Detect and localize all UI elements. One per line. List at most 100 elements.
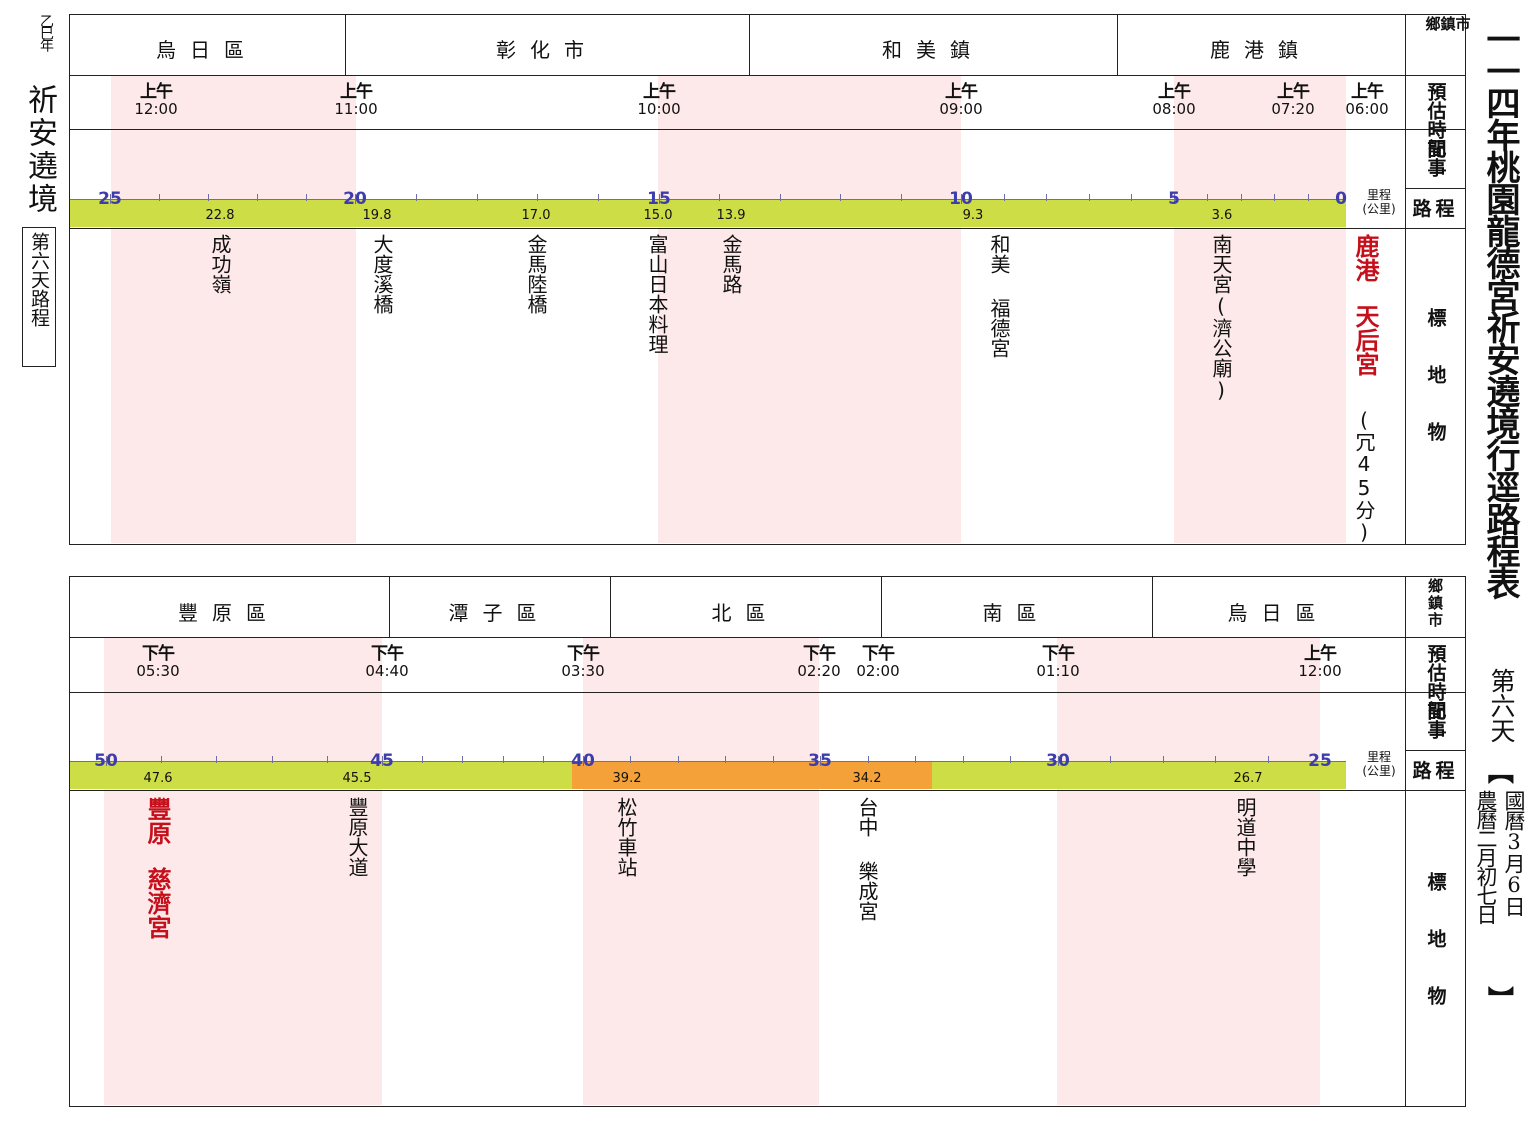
km-tick — [1010, 756, 1012, 763]
origin-name: 慈濟宮 — [143, 867, 172, 939]
landmark: 松竹車站 — [614, 797, 638, 877]
time-ampm: 下午 — [141, 644, 175, 664]
km-tick — [725, 756, 727, 763]
km-tick — [900, 194, 902, 201]
distance-label: 26.7 — [1233, 771, 1263, 786]
district-cell: 烏日區 — [156, 38, 258, 62]
km-tick — [326, 756, 328, 763]
time-value: 12:00 — [134, 100, 178, 118]
km-axis-line — [70, 199, 1346, 200]
time-value: 02:20 — [797, 662, 841, 680]
distance-label: 9.3 — [962, 208, 984, 223]
district-cell: 烏日區 — [1227, 601, 1330, 625]
district-cell: 潭子區 — [448, 601, 551, 625]
time-ampm: 下午 — [566, 644, 600, 664]
landmark: 富山日本料理 — [645, 234, 669, 354]
divider — [1405, 750, 1466, 751]
bracket-close: 】 — [1484, 985, 1515, 1013]
time-value: 06:00 — [1345, 100, 1389, 118]
time-ampm: 下午 — [802, 644, 836, 664]
time-ampm: 上午 — [944, 82, 978, 102]
time-band — [658, 76, 961, 543]
km-mark: 15 — [647, 189, 671, 209]
time-ampm: 下午 — [861, 644, 895, 664]
km-tick — [216, 756, 218, 763]
district-cell: 南區 — [982, 601, 1051, 625]
km-tick — [915, 756, 917, 763]
distance-label: 34.2 — [852, 771, 882, 786]
km-tick — [110, 194, 111, 204]
km-tick — [962, 756, 964, 763]
km-tick — [355, 194, 356, 204]
row-header-district: 鄉鎮市 — [1425, 15, 1471, 33]
divider — [1405, 14, 1406, 545]
km-unit: 里程(公里) — [1354, 750, 1404, 778]
time-value: 03:30 — [561, 662, 605, 680]
stay-note: (冗45分) — [1352, 408, 1376, 544]
time-value: 05:30 — [136, 662, 180, 680]
landmark: 和美 福德宮 — [987, 234, 1011, 358]
time-value: 12:00 — [1298, 662, 1342, 680]
time-ampm: 下午 — [370, 644, 404, 664]
divider — [1152, 576, 1153, 638]
time-band — [104, 638, 382, 1105]
km-tick — [161, 756, 163, 763]
km-tick — [583, 756, 584, 766]
km-mark: 25 — [1308, 751, 1332, 771]
time-band — [1174, 76, 1346, 543]
row-header-time: 預估時間 — [1424, 644, 1447, 720]
time-value: 04:40 — [365, 662, 409, 680]
km-tick — [1267, 756, 1269, 763]
time-ampm: 上午 — [642, 82, 676, 102]
km-mark: 0 — [1335, 189, 1347, 209]
time-ampm: 上午 — [1350, 82, 1384, 102]
km-tick — [422, 756, 424, 763]
bracket-open: 【 — [1484, 757, 1515, 785]
divider — [345, 14, 346, 76]
distance-label: 19.8 — [362, 208, 392, 223]
km-tick — [537, 194, 539, 201]
divider — [69, 129, 1466, 130]
distance-label: 39.2 — [612, 771, 642, 786]
time-value: 01:10 — [1036, 662, 1080, 680]
time-ampm: 上午 — [339, 82, 373, 102]
row-header-landmark: 標地物 — [1424, 872, 1447, 1043]
day-title: 第六天 — [1487, 668, 1516, 743]
distance-label: 22.8 — [205, 208, 235, 223]
divider — [69, 228, 1466, 229]
distance-label: 15.0 — [643, 208, 673, 223]
km-mark: 30 — [1046, 751, 1070, 771]
row-header-route: 路程 — [1412, 760, 1459, 782]
km-tick — [1174, 194, 1175, 204]
km-tick — [1240, 194, 1242, 201]
year-label: 乙巳年 — [38, 14, 54, 50]
divider — [610, 576, 611, 638]
main-title: 一一四年桃園龍德宮祈安遶境行逕路程表 — [1480, 22, 1520, 598]
landmark-text: 大度溪橋 — [370, 234, 394, 314]
km-tick — [502, 756, 504, 763]
divider — [1405, 188, 1466, 189]
landmark: 金馬路 — [719, 234, 743, 294]
time-value: 09:00 — [939, 100, 983, 118]
divider — [389, 576, 390, 638]
destination-name: 天后宮 — [1351, 304, 1380, 376]
km-tick — [106, 756, 107, 766]
km-tick — [867, 756, 869, 763]
route-bar — [70, 200, 1346, 227]
km-tick — [840, 194, 842, 201]
row-header-district: 鄉鎮市 — [1427, 577, 1443, 629]
km-tick — [820, 756, 821, 766]
km-tick — [677, 756, 679, 763]
panel1-frame — [69, 14, 1466, 545]
date-solar: 國曆3月6日 — [1502, 790, 1526, 916]
km-mark: 45 — [370, 751, 394, 771]
